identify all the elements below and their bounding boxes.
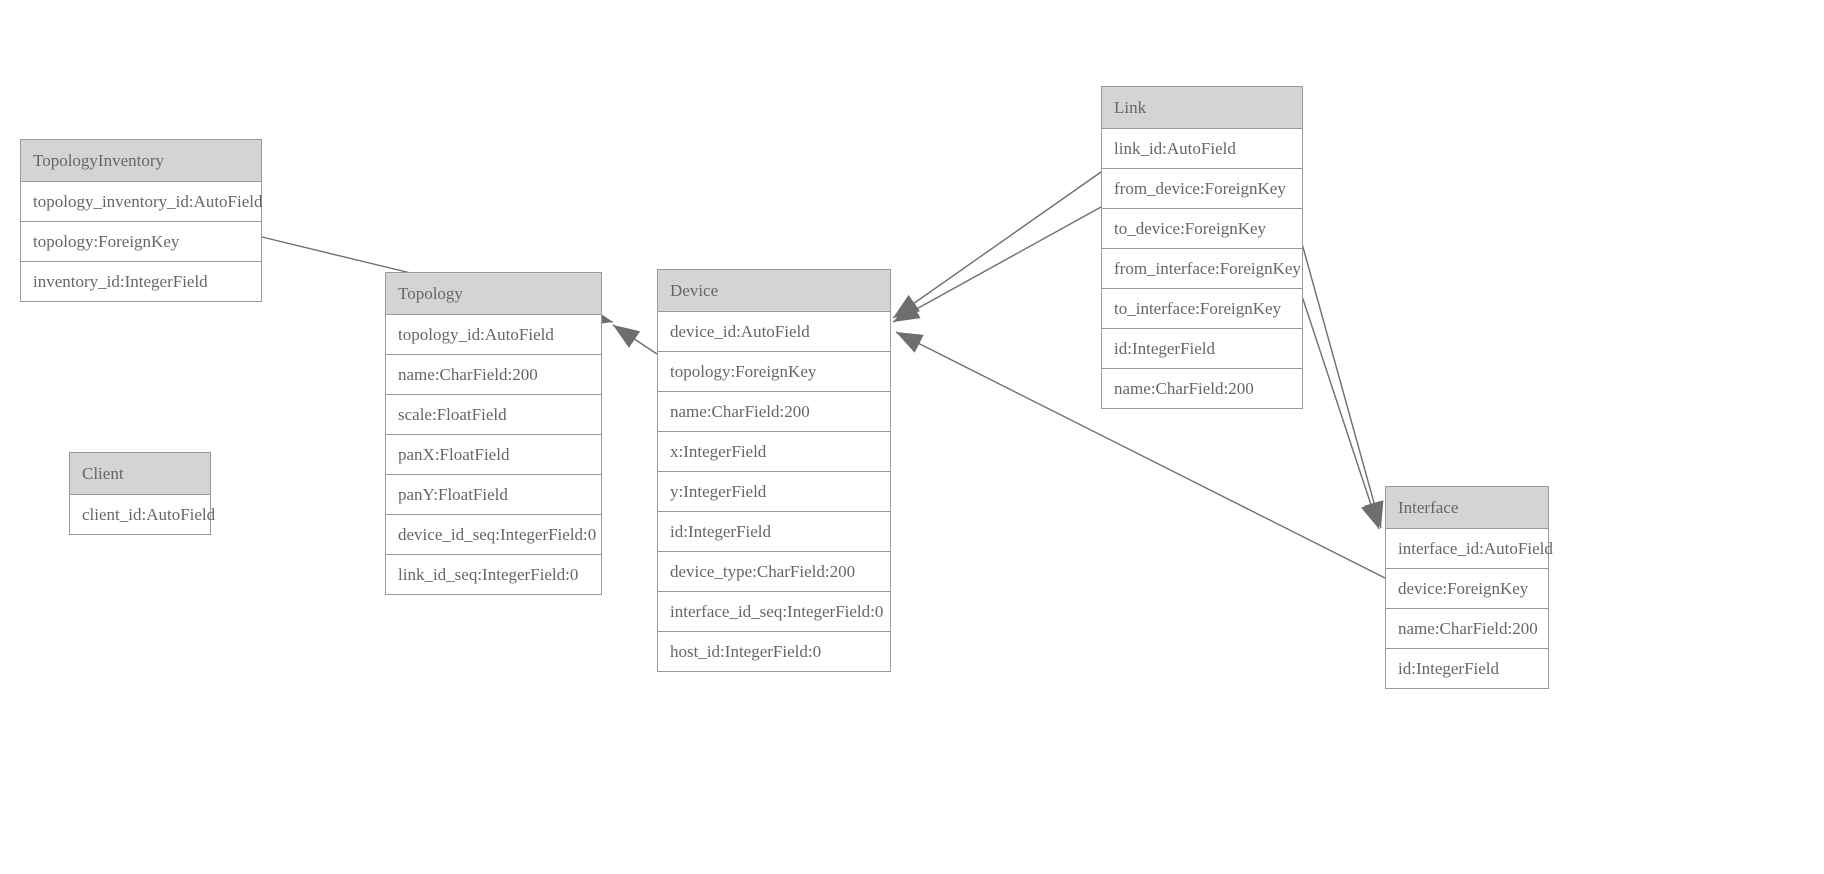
- entity-field: interface_id_seq:IntegerField:0: [658, 592, 890, 632]
- entity-field: topology:ForeignKey: [658, 352, 890, 392]
- entity-field: to_interface:ForeignKey: [1102, 289, 1302, 329]
- entity-field: from_device:ForeignKey: [1102, 169, 1302, 209]
- relationship-link-from_interface-to-interface: [1300, 239, 1384, 529]
- entity-field: link_id_seq:IntegerField:0: [386, 555, 601, 594]
- relationship-line: [612, 324, 658, 355]
- entity-field: name:CharField:200: [386, 355, 601, 395]
- relationship-link-from_device-to-device: [892, 171, 1102, 319]
- relationship-device-topology-to-topology: [612, 324, 658, 355]
- relationship-arrowhead: [893, 300, 921, 322]
- relationship-arrowhead: [613, 325, 641, 348]
- entity-field: name:CharField:200: [1386, 609, 1548, 649]
- relationship-line: [892, 171, 1102, 319]
- entity-field: id:IntegerField: [1386, 649, 1548, 688]
- entity-field: from_interface:ForeignKey: [1102, 249, 1302, 289]
- entity-title-topology_inventory: TopologyInventory: [21, 140, 261, 182]
- entity-field: scale:FloatField: [386, 395, 601, 435]
- entity-field: id:IntegerField: [1102, 329, 1302, 369]
- entity-field: name:CharField:200: [658, 392, 890, 432]
- entity-field: topology:ForeignKey: [21, 222, 261, 262]
- entity-field: link_id:AutoField: [1102, 129, 1302, 169]
- entity-field: device_type:CharField:200: [658, 552, 890, 592]
- entity-field: panY:FloatField: [386, 475, 601, 515]
- relationship-link-to_device-to-device: [892, 206, 1102, 323]
- entity-field: name:CharField:200: [1102, 369, 1302, 408]
- relationship-link-to_interface-to-interface: [1295, 277, 1380, 530]
- relationship-line: [1300, 239, 1382, 529]
- entity-field: topology_inventory_id:AutoField: [21, 182, 263, 222]
- entity-field: y:IntegerField: [658, 472, 890, 512]
- relationship-line: [892, 206, 1102, 323]
- entity-title-topology: Topology: [386, 273, 601, 315]
- relationship-arrowhead: [893, 294, 921, 318]
- entity-field: device_id_seq:IntegerField:0: [386, 515, 601, 555]
- entity-field: x:IntegerField: [658, 432, 890, 472]
- entity-field: interface_id:AutoField: [1386, 529, 1553, 569]
- entity-field: to_device:ForeignKey: [1102, 209, 1302, 249]
- entity-field: inventory_id:IntegerField: [21, 262, 261, 301]
- entity-title-device: Device: [658, 270, 890, 312]
- entity-field: panX:FloatField: [386, 435, 601, 475]
- entity-title-link: Link: [1102, 87, 1302, 129]
- entity-field: id:IntegerField: [658, 512, 890, 552]
- entity-field: device_id:AutoField: [658, 312, 890, 352]
- entity-field: device:ForeignKey: [1386, 569, 1548, 609]
- relationship-line: [1295, 277, 1380, 530]
- entity-title-client: Client: [70, 453, 210, 495]
- entity-field: client_id:AutoField: [70, 495, 215, 534]
- entity-field: host_id:IntegerField:0: [658, 632, 890, 671]
- relationship-arrowhead: [896, 332, 924, 353]
- entity-field: topology_id:AutoField: [386, 315, 601, 355]
- entity-title-interface: Interface: [1386, 487, 1548, 529]
